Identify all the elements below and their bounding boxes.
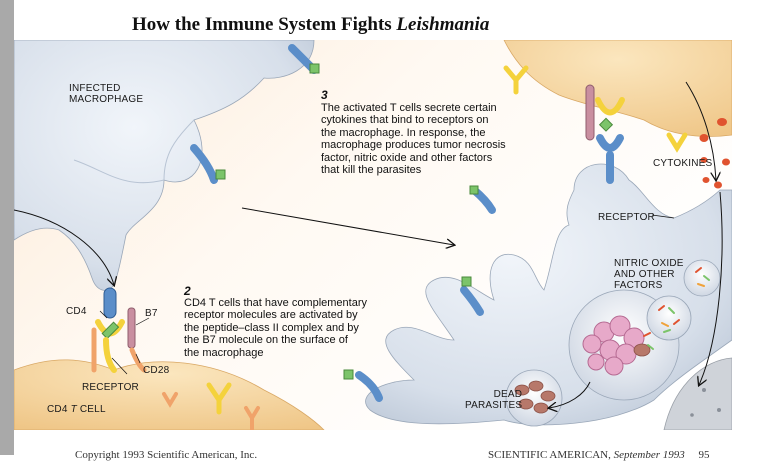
grey-cell xyxy=(663,357,733,431)
infected-macrophage xyxy=(13,39,315,291)
cd28-molecule xyxy=(244,406,260,432)
arrow-cytokine-binding xyxy=(685,81,716,180)
receptor-complex-right xyxy=(585,84,625,184)
label-b7: B7 xyxy=(145,308,158,319)
label-receptor-left: RECEPTOR xyxy=(82,382,139,393)
arrow-killing xyxy=(699,191,723,385)
arrow-migration xyxy=(241,207,454,245)
macrophage-fold xyxy=(163,119,195,181)
receptor-complex-left xyxy=(91,287,147,373)
label-cd28: CD28 xyxy=(143,365,170,376)
cytokines xyxy=(699,118,730,189)
footer-copyright: Copyright 1993 Scientific American, Inc. xyxy=(75,449,258,461)
illustration xyxy=(13,39,733,432)
illustration-panel xyxy=(13,39,733,432)
figure-title: How the Immune System Fights Leishmania xyxy=(132,14,490,35)
cell-texture xyxy=(702,388,706,392)
vacuole-factors-small xyxy=(683,259,721,297)
label-cytokines: CYTOKINES xyxy=(653,158,713,169)
step-2-number: 2 xyxy=(184,284,191,298)
dead-parasites xyxy=(514,380,556,414)
step-3-number: 3 xyxy=(321,88,328,102)
free-receptors xyxy=(190,44,496,402)
leader-cd28 xyxy=(135,353,141,364)
step-3-text: The activated T cells secrete certain cy… xyxy=(321,102,506,177)
y-molecules xyxy=(206,65,688,415)
cell-texture xyxy=(717,408,721,412)
label-cd4: CD4 xyxy=(66,306,87,317)
macrophage-fold xyxy=(73,159,165,184)
parasite-cluster xyxy=(582,315,645,376)
nitric-oxide-factors xyxy=(643,267,710,350)
arrow-dead-parasites xyxy=(549,381,591,408)
leader-cd4 xyxy=(99,310,108,319)
label-receptor-right: RECEPTOR xyxy=(598,212,655,223)
label-cd4-t-cell: CD4 T CELL xyxy=(47,404,106,415)
leader-b7 xyxy=(135,317,150,326)
damaged-parasite xyxy=(633,343,651,357)
cd28-molecule xyxy=(162,392,178,408)
cell-texture xyxy=(690,413,694,417)
footer-magazine: SCIENTIFIC AMERICAN, September 1993 95 xyxy=(488,449,710,461)
leader-receptor-left xyxy=(111,357,128,375)
arrow-activation xyxy=(13,209,114,285)
page-gutter xyxy=(0,0,14,455)
vacuole-factors xyxy=(646,295,692,341)
step-2-text: CD4 T cells that have complementary rece… xyxy=(184,297,368,359)
leader-receptor-right xyxy=(651,214,675,219)
